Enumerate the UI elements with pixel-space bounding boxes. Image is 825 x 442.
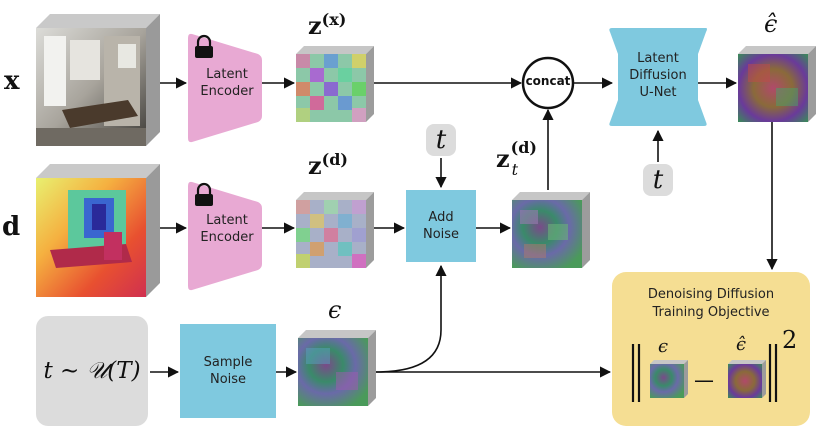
rgb-image-cube — [36, 14, 160, 146]
timestep-badge-top: t — [426, 124, 456, 156]
norm-bars — [631, 344, 778, 402]
concat-label: concat — [525, 74, 571, 88]
timestep-sampling-box: t ∼ 𝒰(T) — [36, 316, 148, 426]
eps-hat-label: ϵ̂ — [764, 10, 778, 38]
objective-eps-label: ϵ — [658, 336, 669, 357]
ztd-label: z (d) t — [496, 138, 537, 179]
encoder-top-label: Latent Encoder — [200, 67, 254, 99]
encoder-bottom-label: Latent Encoder — [200, 213, 254, 245]
eps-label: ϵ — [328, 296, 342, 324]
input-x-label: x — [4, 66, 20, 96]
timestep-badge-unet: t — [643, 164, 673, 196]
objective-title: Denoising Diffusion Training Objective — [647, 287, 775, 320]
objective-eps-hat-cube — [728, 360, 766, 398]
arrow-eps-addnoise — [375, 264, 447, 373]
objective-power: 2 — [782, 326, 798, 354]
input-d-label: d — [2, 212, 21, 242]
depth-image-cube — [36, 164, 160, 297]
zx-label: z(x) — [308, 10, 347, 40]
unet-label: Latent Diffusion U-Net — [629, 51, 687, 100]
latent-encoder-top — [188, 33, 262, 143]
lock-icon — [195, 182, 213, 206]
latent-encoder-bottom — [188, 181, 262, 291]
latent-ztd-cube — [512, 192, 590, 268]
objective-eps-hat-label: ϵ̂ — [736, 334, 747, 355]
noise-epsilon-cube — [298, 330, 376, 406]
predicted-noise-cube — [738, 46, 816, 122]
latent-zx-cube — [296, 46, 374, 122]
latent-zd-cube — [296, 192, 374, 268]
zd-label: z(d) — [308, 150, 348, 180]
objective-minus: — — [694, 368, 714, 392]
add-noise-box: Add Noise — [406, 190, 476, 262]
sample-noise-box: Sample Noise — [180, 324, 276, 418]
unet-shape — [609, 28, 707, 126]
objective-eps-cube — [650, 360, 688, 398]
lock-icon — [195, 34, 213, 58]
